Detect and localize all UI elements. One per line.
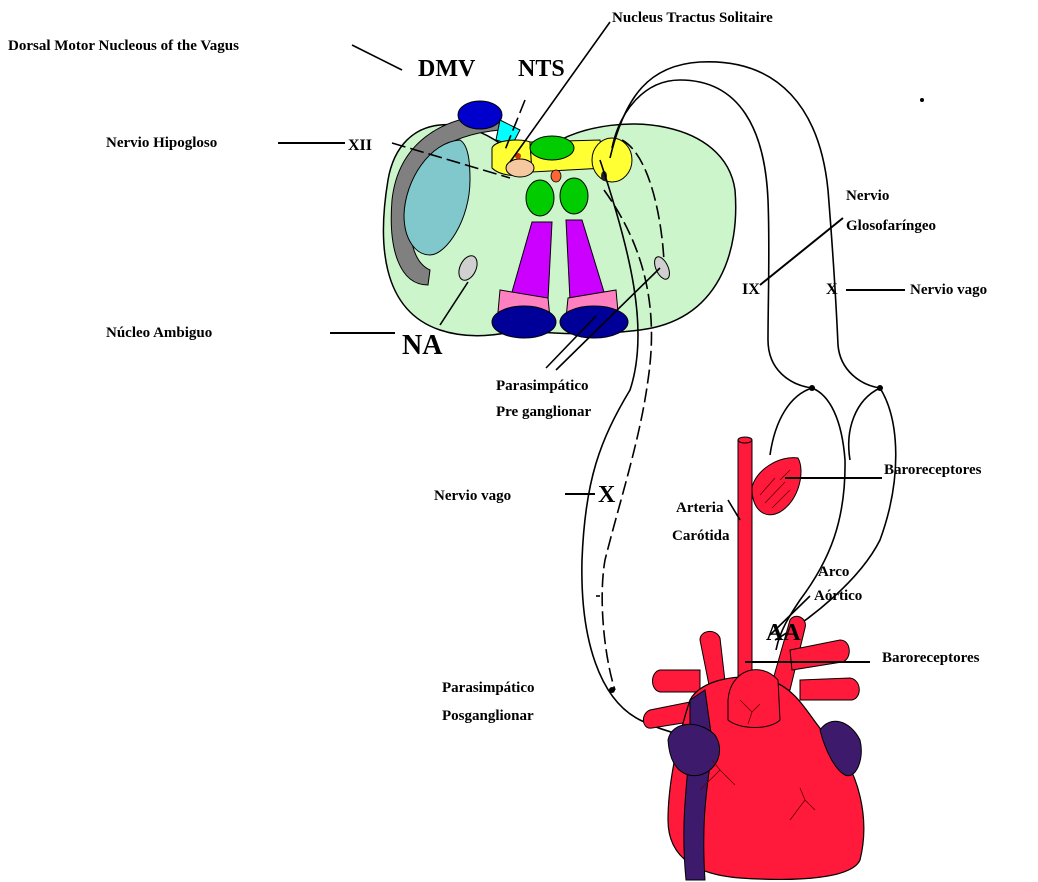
green-left — [526, 180, 554, 216]
carotid-shaft — [738, 440, 752, 690]
leader-dorsal-motor — [352, 45, 402, 70]
aorta-left-arm — [653, 670, 701, 692]
label-x-right: X — [826, 281, 838, 298]
label-ix: IX — [742, 281, 760, 298]
label-parasimpatico-pos-1: Parasimpático — [442, 680, 534, 696]
stray-dot — [920, 98, 924, 102]
label-x-left: X — [598, 482, 616, 508]
medulla-section — [383, 101, 735, 338]
label-baroreceptores-2: Baroreceptores — [882, 650, 980, 666]
label-nucleus-tractus: Nucleus Tractus Solitaire — [612, 10, 773, 26]
carotid-branch — [770, 388, 812, 455]
label-parasimpatico-pos-2: Posganglionar — [442, 708, 534, 724]
carotid-cap — [738, 437, 752, 443]
label-aa: AA — [766, 620, 801, 646]
label-dmv: DMV — [418, 56, 476, 82]
label-aortico: Aórtico — [814, 588, 862, 604]
navy-left — [492, 306, 556, 338]
label-nervio-vago-left: Nervio vago — [434, 488, 511, 504]
leader-lines — [278, 22, 905, 662]
label-nervio-hipogloso: Nervio Hipogloso — [106, 135, 217, 151]
label-parasimpatico-pre-1: Parasimpático — [496, 378, 588, 394]
label-baroreceptores-1: Baroreceptores — [884, 462, 982, 478]
carotid-sinus — [752, 458, 801, 515]
junction-dot-1 — [809, 385, 815, 391]
heart — [643, 616, 863, 880]
label-arco: Arco — [818, 564, 849, 580]
label-arteria: Arteria — [676, 500, 724, 516]
green-right — [560, 178, 588, 214]
label-nts: NTS — [518, 56, 565, 82]
leader-glosofaringeo — [760, 218, 843, 285]
label-nervio: Nervio — [846, 188, 889, 204]
aortic-branch-2 — [849, 388, 880, 460]
orange-nucleus — [551, 170, 561, 182]
label-carotida: Carótida — [672, 528, 730, 544]
label-dorsal-motor: Dorsal Motor Nucleous of the Vagus — [8, 38, 239, 54]
junction-dot-2 — [877, 385, 883, 391]
label-na: NA — [402, 330, 443, 361]
label-glosofaringeo: Glosofaríngeo — [846, 218, 936, 234]
label-parasimpatico-pre-2: Pre ganglionar — [496, 404, 591, 420]
junction-dot-3 — [609, 687, 615, 693]
aorta-right-arm-2 — [800, 678, 859, 700]
label-xii: XII — [348, 137, 372, 154]
label-nucleo-ambiguo: Núcleo Ambiguo — [106, 325, 212, 341]
green-center-top — [530, 136, 574, 160]
dmv-nucleus — [458, 101, 502, 129]
carotid-branch-2 — [776, 388, 845, 650]
label-nervio-vago-right: Nervio vago — [910, 282, 987, 298]
